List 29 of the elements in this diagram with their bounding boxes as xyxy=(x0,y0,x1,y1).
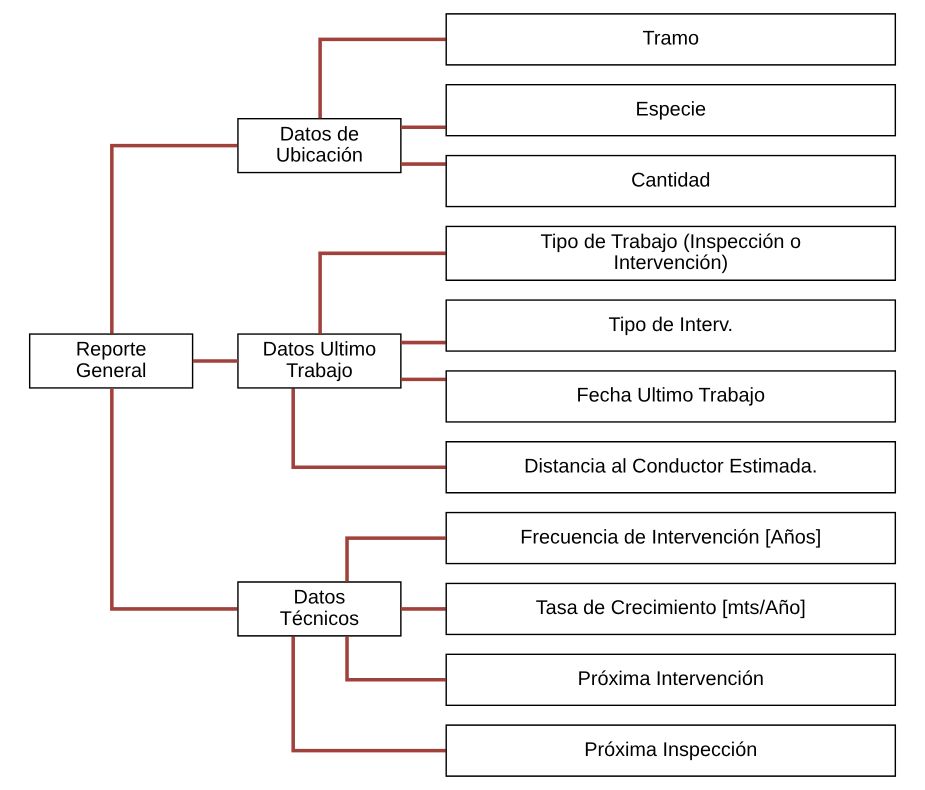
node-box: Tasa de Crecimiento [mts/Año] xyxy=(446,582,896,636)
node-box: Datos Técnicos xyxy=(237,581,402,637)
node-box: Fecha Ultimo Trabajo xyxy=(446,370,896,423)
node-box: Reporte General xyxy=(28,333,194,389)
connector xyxy=(110,388,238,611)
node-box: Tramo xyxy=(446,13,896,66)
node-box: Tipo de Interv. xyxy=(446,299,896,352)
connector xyxy=(400,607,446,611)
connector xyxy=(291,388,446,470)
node-box: Distancia al Conductor Estimada. xyxy=(446,441,896,494)
node-box: Datos de Ubicación xyxy=(237,118,402,174)
node-box: Próxima Inspección xyxy=(446,724,896,777)
node-box: Tipo de Trabajo (Inspección o Intervención) xyxy=(446,226,896,281)
node-box: Próxima Intervención xyxy=(446,654,896,706)
connector xyxy=(318,252,446,334)
connector xyxy=(110,144,238,334)
connector xyxy=(345,536,446,582)
connector xyxy=(400,162,446,166)
connector xyxy=(400,125,446,129)
connector xyxy=(192,359,238,363)
node-box: Datos Ultimo Trabajo xyxy=(237,333,402,389)
connector xyxy=(291,636,446,752)
connector xyxy=(400,340,446,344)
node-box: Especie xyxy=(446,84,896,136)
node-box: Cantidad xyxy=(446,154,896,208)
connector xyxy=(318,38,446,118)
node-box: Frecuencia de Intervención [Años] xyxy=(446,512,896,564)
connector xyxy=(400,378,446,382)
connector xyxy=(345,636,446,682)
